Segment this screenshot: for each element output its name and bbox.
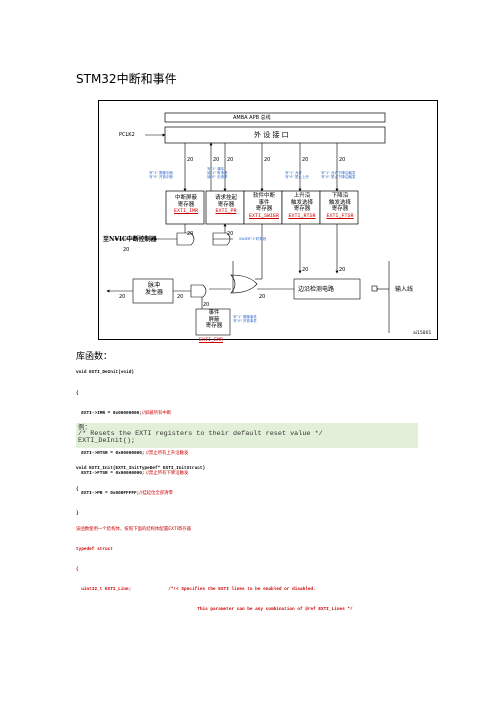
code-line: void EXTI_Init(EXTI_InitTypeDef* EXTI_In… <box>76 466 206 472</box>
diagram-canvas: 20 20 20 20 20 20 20 20 20 20 20 20 20 20 20 <box>106 112 390 336</box>
example-note-box: 例： /* Resets the EXTI registers to their… <box>76 423 418 448</box>
code-line: uint32_t EXTI_Line; /*!< Specifies the E… <box>76 587 316 593</box>
imr-box <box>165 190 205 225</box>
code-line: { <box>76 566 79 572</box>
svg-text:20: 20 <box>177 294 183 300</box>
nvic-label: 至NVIC中断控制器 <box>103 236 157 243</box>
svg-text:20: 20 <box>264 157 270 163</box>
pulse-generator-label: 脉冲发生器 <box>144 282 163 296</box>
peripheral-interface-label: 外 设 接 口 <box>254 131 289 139</box>
svg-text:20: 20 <box>187 231 193 237</box>
rtsr-box <box>281 190 321 225</box>
svg-text:20: 20 <box>259 294 265 300</box>
svg-text:20: 20 <box>302 157 308 163</box>
note-line: EXTI_DeInit(); <box>78 437 136 446</box>
ftsr-box <box>319 190 359 225</box>
code-line: EXTI->PR = 0x000FFFFF;//挂起位全部清零 <box>76 491 173 497</box>
input-line-label: 输入线 <box>395 286 414 293</box>
amba-bus-label: AMBA APB 总线 <box>233 115 271 121</box>
svg-text:20: 20 <box>302 267 308 273</box>
code-line <box>76 507 353 514</box>
pr-annotation: 写"1" 清除读"1" 有请求读"0" 无请求 <box>207 167 228 179</box>
code-line: EXTI->RTSR = 0x00000000; //禁止所有上升沿触发 <box>76 450 189 456</box>
note-line: /* Resets the EXTI registers to their de… <box>78 430 323 438</box>
svg-text:20: 20 <box>227 157 233 163</box>
svg-text:20: 20 <box>339 267 345 273</box>
code-line: EXTI->FTSR = 0x00000000; //禁止所有下降沿触发 <box>76 470 189 476</box>
swier-annotation: SWIER"1"时有效 <box>239 237 267 241</box>
ftsr-annotation: 写"1" 允许下降沿触发写"0" 禁止下降沿触发 <box>321 171 356 179</box>
svg-text:20: 20 <box>203 302 209 308</box>
svg-text:20: 20 <box>187 157 193 163</box>
code-line: { <box>76 390 79 396</box>
library-functions-heading: 库函数： <box>76 352 113 362</box>
code-line: 该函数使用一个结构体，按照下面的结构体配置EXTI寄存器 <box>76 526 192 532</box>
page-title: STM32中断和事件 <box>76 72 177 86</box>
note-heading: 例： <box>78 423 91 431</box>
svg-text:20: 20 <box>119 294 125 300</box>
svg-text:20: 20 <box>213 157 219 163</box>
code-line: This parameter can be any combination of… <box>76 607 353 613</box>
code-line: EXTI->IMR = 0x00000000;//屏蔽所有中断 <box>76 410 172 416</box>
emr-annotation: 写"1" 屏蔽事件写"0" 开放事件 <box>233 315 258 323</box>
figure-id: ai15801 <box>413 331 432 336</box>
event-mask-register-name: EXTI_EMR <box>199 337 224 343</box>
svg-text:20: 20 <box>339 157 345 163</box>
svg-text:20: 20 <box>123 247 129 253</box>
code-line: } <box>76 511 79 517</box>
amba-bus-box <box>164 112 386 123</box>
code-line: typedef struct <box>76 546 113 552</box>
event-mask-label: 事件屏蔽寄存器 <box>205 310 223 329</box>
rtsr-annotation: 写"1" 允许写"0" 禁止上升 <box>285 171 310 179</box>
svg-text:20: 20 <box>227 231 233 237</box>
code-line: void EXTI_DeInit(void) <box>76 370 134 376</box>
swier-box <box>243 190 283 225</box>
exti-init-code: void EXTI_Init(EXTI_InitTypeDef* EXTI_In… <box>76 453 353 621</box>
code-line: { <box>76 486 79 492</box>
exti-block-diagram: 20 20 20 20 20 20 20 20 20 20 20 20 20 20 20 AMBA … <box>98 100 438 343</box>
pclk-label: PCLK2 <box>119 132 135 138</box>
edge-detect-label: 边沿检测电路 <box>298 286 335 293</box>
imr-annotation: 写"1" 屏蔽中断写"0" 开放中断 <box>149 171 174 179</box>
